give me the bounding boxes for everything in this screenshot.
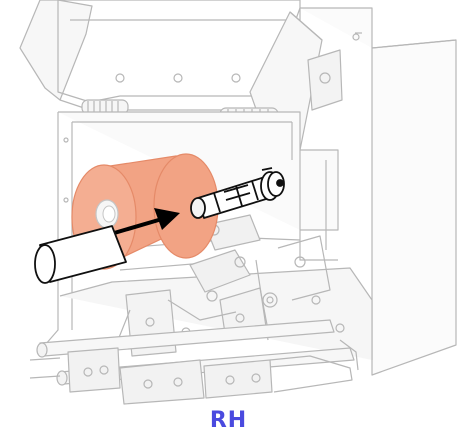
printer-mechanism xyxy=(19,0,457,405)
empty-core-tube xyxy=(34,225,127,284)
ribbon-supply-spindle xyxy=(190,167,285,219)
orientation-label: RH xyxy=(209,408,248,433)
ribbon-core xyxy=(95,199,119,229)
